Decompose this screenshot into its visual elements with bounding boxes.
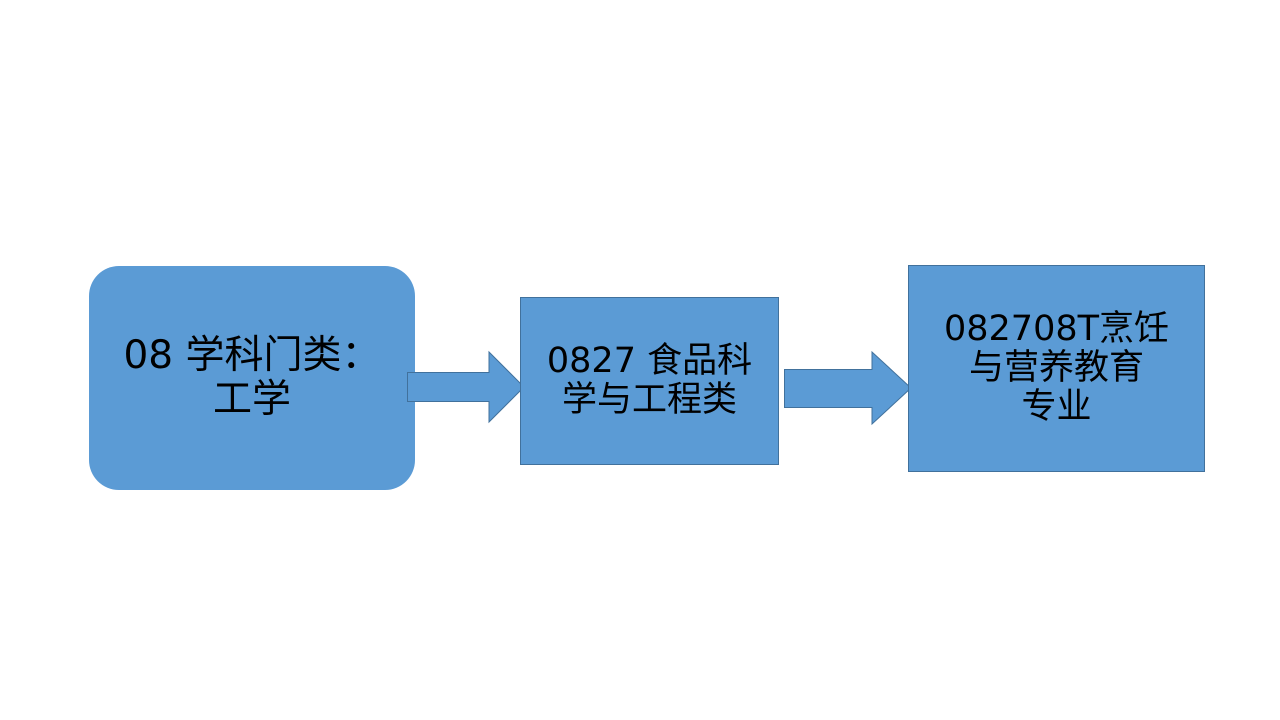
right-block-arrow-icon: [407, 350, 525, 424]
flow-node-category-label: 08 学科门类： 工学: [123, 333, 381, 422]
flow-node-class-label: 0827 食品科 学与工程类: [546, 340, 753, 420]
flow-connector-class-to-major[interactable]: [784, 350, 912, 426]
flow-node-major-label: 082708T烹饪 与营养教育 专业: [944, 308, 1169, 428]
flow-node-category[interactable]: 08 学科门类： 工学: [89, 266, 415, 490]
right-block-arrow-icon: [784, 350, 912, 426]
flow-connector-category-to-class[interactable]: [407, 348, 525, 426]
flow-node-class[interactable]: 0827 食品科 学与工程类: [520, 297, 779, 465]
flow-node-major[interactable]: 082708T烹饪 与营养教育 专业: [908, 265, 1205, 472]
